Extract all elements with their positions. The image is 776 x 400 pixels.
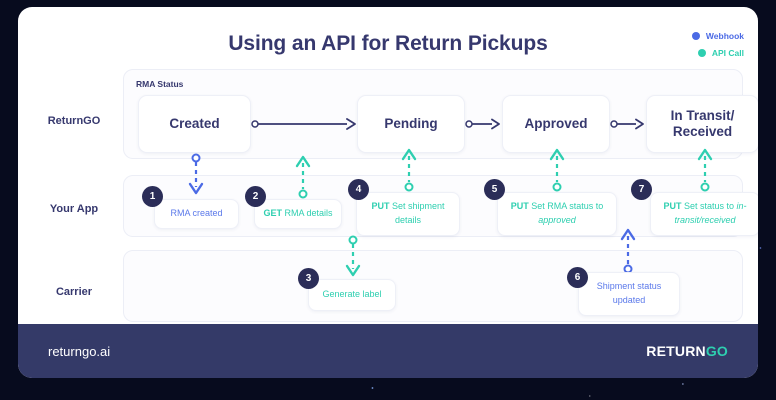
status-in-transit-line1: In Transit/ (670, 107, 735, 123)
page-title: Using an API for Return Pickups (228, 32, 548, 55)
step-badge-5: 5 (484, 179, 505, 200)
status-in-transit-line2: Received (672, 124, 733, 139)
step-badge-1: 1 (142, 186, 163, 207)
connector-step-3-down-api (342, 235, 364, 281)
legend-webhook-label: Webhook (705, 31, 744, 41)
step-1-text: RMA created (170, 208, 223, 219)
step-badge-3: 3 (298, 268, 319, 289)
row-label-carrier: Carrier (55, 286, 93, 298)
connector-created-to-pending (251, 117, 357, 131)
returngo-logo: RETURNGO (646, 343, 728, 359)
step-5-verb: PUT (510, 201, 529, 212)
step-2-text: RMA details (281, 208, 333, 219)
step-card-4[interactable]: PUT Set shipment details (356, 192, 460, 236)
connector-step-1-down-webhook (185, 153, 207, 199)
step-4-text: Set shipment details (389, 201, 445, 225)
step-badge-6: 6 (567, 267, 588, 288)
step-4-verb: PUT (371, 201, 390, 212)
step-7-verb: PUT (663, 201, 682, 212)
status-box-approved[interactable]: Approved (502, 95, 610, 153)
step-7-emphasis: in-transit/received (674, 201, 747, 225)
status-box-created[interactable]: Created (138, 95, 251, 153)
step-2-verb: GET (263, 208, 282, 219)
logo-go-text: GO (705, 343, 728, 359)
step-badge-4: 4 (348, 179, 369, 200)
step-card-5[interactable]: PUT Set RMA status to approved (497, 192, 617, 236)
status-box-in-transit[interactable]: In Transit/ Received (646, 95, 758, 153)
webhook-dot-icon (691, 32, 700, 40)
step-card-1[interactable]: RMA created (154, 199, 239, 229)
row-label-returngo: ReturnGO (47, 115, 101, 127)
step-7-text: Set status to (681, 201, 737, 212)
step-card-7[interactable]: PUT Set status to in-transit/received (650, 192, 758, 236)
step-badge-7: 7 (631, 179, 652, 200)
step-card-2[interactable]: GET RMA details (254, 199, 342, 229)
footer-site-url[interactable]: returngo.ai (48, 343, 111, 359)
step-5-emphasis: approved (538, 215, 576, 225)
rma-status-label: RMA Status (136, 79, 184, 89)
connector-step-2-up-api (292, 153, 314, 199)
diagram-card: Using an API for Return Pickups Webhook … (18, 7, 758, 378)
connector-pending-to-approved (465, 117, 502, 131)
step-card-3[interactable]: Generate label (308, 279, 396, 311)
legend-item-api-call: API Call (697, 48, 744, 58)
status-box-pending[interactable]: Pending (357, 95, 465, 153)
legend-item-webhook: Webhook (691, 31, 744, 41)
connector-step-7-up-api (694, 146, 716, 192)
step-3-text: Generate label (322, 289, 382, 300)
footer: returngo.ai RETURNGO (18, 324, 758, 378)
connector-approved-to-in-transit (610, 117, 646, 131)
legend-api-call-label: API Call (711, 48, 744, 58)
step-6-text: Shipment status updated (596, 281, 662, 305)
row-label-your-app: Your App (49, 203, 99, 215)
connector-step-6-up-webhook (617, 226, 639, 274)
step-5-text: Set RMA status to (528, 201, 604, 212)
logo-return-text: RETURN (646, 343, 706, 359)
step-card-6[interactable]: Shipment status updated (578, 272, 680, 316)
step-badge-2: 2 (245, 186, 266, 207)
connector-step-4-up-api (398, 146, 420, 192)
connector-step-5-up-api (546, 146, 568, 192)
api-call-dot-icon (697, 49, 706, 57)
